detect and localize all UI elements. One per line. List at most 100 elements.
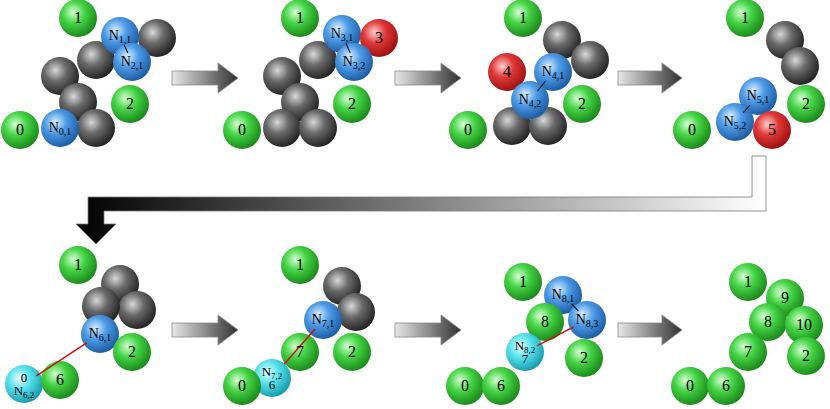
atom-label: 5: [768, 122, 776, 138]
atom-label: 1: [296, 257, 304, 273]
atom-label: 1: [741, 10, 749, 26]
atom-label: 0: [16, 122, 24, 138]
green-atom: 6: [41, 361, 79, 399]
atom-label: N3,2: [343, 55, 366, 69]
red-bond: [36, 343, 86, 376]
bond-line: [743, 105, 750, 113]
green-atom: 0: [449, 111, 487, 149]
atom-label: 8: [541, 314, 549, 330]
green-atom: 0: [223, 111, 261, 149]
atom-label: 6: [269, 378, 276, 391]
atom-label: 7: [296, 344, 304, 360]
bond-line: [346, 43, 350, 53]
atom-label: 0: [686, 378, 694, 394]
green-atom: 1: [729, 263, 767, 301]
atom-label: N3,1: [331, 27, 354, 41]
green-atom: 2: [333, 333, 371, 371]
atom-label: 6: [56, 372, 64, 388]
atom-label: N1,1: [109, 29, 132, 43]
atom-label: N6,2: [14, 384, 35, 397]
green-atom: 2: [111, 85, 149, 123]
atom-label: N8,2: [515, 339, 536, 352]
atom-label: 0: [238, 378, 246, 394]
red-bond: [284, 329, 315, 364]
blue-atom: N7,1: [304, 301, 342, 339]
green-atom: 0: [223, 367, 261, 405]
green-atom: 6: [707, 367, 745, 405]
green-atom: 1: [504, 263, 542, 301]
green-atom: 1: [726, 0, 764, 37]
bond-line: [572, 304, 579, 311]
green-atom: 7: [281, 333, 319, 371]
atom-label: 1: [296, 10, 304, 26]
atom-label: 2: [802, 96, 810, 112]
atom-label: 10: [796, 317, 812, 333]
blue-atom: N6,1: [81, 315, 119, 353]
atom-label: 0: [688, 122, 696, 138]
atom-label: N5,1: [747, 89, 770, 103]
atom-label: 9: [781, 290, 789, 306]
green-atom: 2: [333, 85, 371, 123]
green-atom: 2: [113, 333, 151, 371]
gray-atoms: [41, 19, 819, 331]
atom-label: 0: [464, 122, 472, 138]
atom-label: 1: [519, 10, 527, 26]
green-atom: 7: [729, 333, 767, 371]
green-atom: 0: [673, 111, 711, 149]
green-atom: 0: [1, 111, 39, 149]
atom-label: N4,2: [519, 93, 542, 107]
atom-label: N2,1: [121, 55, 144, 69]
atom-label: 2: [126, 96, 134, 112]
blue-atom: N8,3: [568, 301, 606, 339]
atom-label: 2: [580, 350, 588, 366]
green-atom: 1: [59, 0, 97, 37]
green-atom: 2: [565, 339, 603, 377]
atom-label: 0: [461, 378, 469, 394]
atom-label: 6: [497, 378, 505, 394]
green-atom: 1: [281, 0, 319, 37]
atom-label: N6,1: [89, 327, 112, 341]
atom-label: 8: [764, 314, 772, 330]
green-atom: 1: [59, 246, 97, 284]
red-atom: 5: [753, 111, 791, 149]
atom-label: 1: [74, 257, 82, 273]
blue-atom: N3,2: [335, 43, 373, 81]
green-atom: 6: [482, 367, 520, 405]
atom-label: 2: [348, 96, 356, 112]
atom-label: 1: [519, 274, 527, 290]
bond-line: [124, 45, 128, 53]
atom-label: 3: [375, 30, 383, 46]
atom-label: N8,3: [576, 313, 599, 327]
green-atom: 2: [787, 85, 825, 123]
atom-label: 0: [21, 371, 28, 384]
blue-atom: N4,2: [511, 81, 549, 119]
atom-label: 2: [128, 344, 136, 360]
merged-atom: N8,27: [506, 333, 544, 371]
green-atom: 2: [563, 85, 601, 123]
blue-atom: N5,2: [716, 103, 754, 141]
green-atom: 0: [671, 367, 709, 405]
wrap-arrow: [76, 156, 766, 244]
green-atom: 1: [281, 246, 319, 284]
atom-label: N7,1: [312, 313, 335, 327]
atom-label: 1: [74, 10, 82, 26]
atom-label: 2: [348, 344, 356, 360]
atom-label: N5,2: [724, 115, 747, 129]
atom-label: N8,1: [552, 288, 575, 302]
red-bond: [537, 327, 573, 346]
green-atom: 1: [504, 0, 542, 37]
atom-label: 7: [744, 344, 752, 360]
atom-label: 0: [238, 122, 246, 138]
bond-line: [537, 81, 545, 91]
atom-label: N0,1: [49, 121, 72, 135]
blue-atom: N2,1: [113, 43, 151, 81]
atom-label: 6: [722, 378, 730, 394]
atom-label: 4: [503, 64, 511, 80]
green-atom: 0: [446, 367, 484, 405]
green-atom: 2: [787, 337, 825, 375]
atom-label: 7: [522, 352, 529, 365]
blue-atom: N0,1: [41, 109, 79, 147]
atom-label: 2: [802, 348, 810, 364]
merged-atom: 0N6,2: [5, 365, 43, 403]
atom-label: 1: [744, 274, 752, 290]
